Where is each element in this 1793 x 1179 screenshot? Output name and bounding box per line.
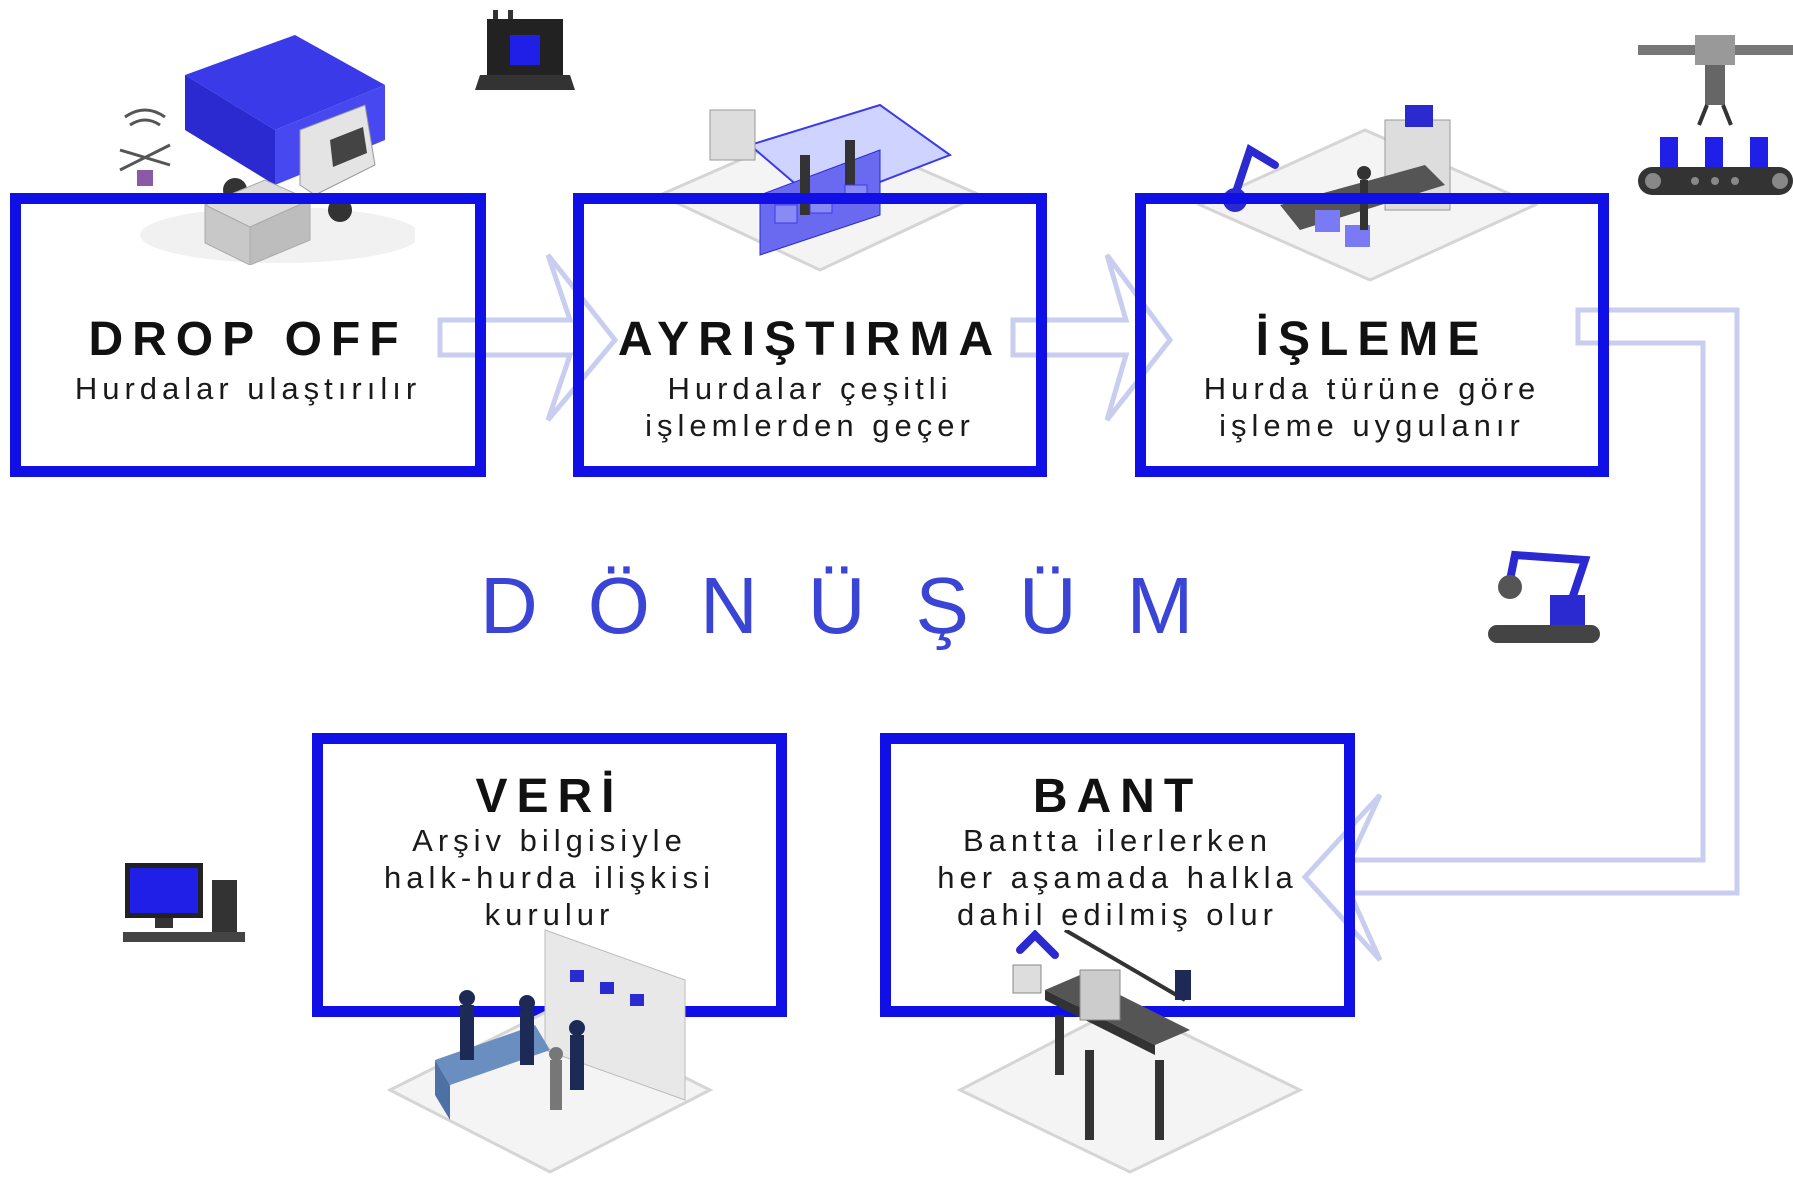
step-description: Bantta ilerlerken her aşamada halkla dah…: [891, 822, 1344, 933]
diagram-title: DÖNÜŞÜM: [480, 561, 1244, 650]
step-desc-line: Arşiv bilgisiyle: [412, 823, 687, 858]
step-title: BANT: [1032, 770, 1203, 823]
step-desc-line: Hurdalar ulaştırılır: [74, 371, 422, 406]
sorting-station-icon: [656, 103, 984, 272]
step-desc-line: Bantta ilerlerken: [962, 823, 1272, 858]
step-title: VERİ: [475, 770, 624, 823]
desktop-computer-icon: [123, 863, 245, 942]
robot-arm-icon: [1488, 550, 1600, 643]
step-description: Arşiv bilgisiyle halk-hurda ilişkisi kur…: [323, 822, 776, 933]
step-description: Hurda türüne göre işleme uygulanır: [1146, 370, 1598, 444]
step-box-drop-off: DROP OFF Hurdalar ulaştırılır: [10, 193, 486, 477]
step-desc-line: Hurdalar çeşitli: [667, 371, 953, 406]
step-desc-line: halk-hurda ilişkisi: [383, 860, 716, 895]
step-title: AYRIŞTIRMA: [617, 313, 1003, 366]
office-people-icon: [386, 929, 714, 1174]
crane-conveyor-icon: [1638, 35, 1793, 195]
step-title: İŞLEME: [1255, 313, 1489, 366]
step-desc-line: Hurda türüne göre: [1203, 371, 1541, 406]
step-desc-line: her aşamada halkla: [937, 860, 1298, 895]
step-description: Hurdalar ulaştırılır: [21, 370, 475, 407]
step-description: Hurdalar çeşitli işlemlerden geçer: [584, 370, 1036, 444]
laptop-icon: [475, 10, 575, 90]
step-desc-line: işlemlerden geçer: [645, 408, 975, 443]
step-box-isleme: İŞLEME Hurda türüne göre işleme uygulanı…: [1135, 193, 1609, 477]
conveyor-robot-icon: [956, 930, 1304, 1174]
step-title: DROP OFF: [88, 313, 408, 366]
step-desc-line: dahil edilmiş olur: [957, 897, 1278, 932]
step-box-ayristirma: AYRIŞTIRMA Hurdalar çeşitli işlemlerden …: [573, 193, 1047, 477]
step-desc-line: işleme uygulanır: [1219, 408, 1525, 443]
step-desc-line: kurulur: [484, 897, 615, 932]
